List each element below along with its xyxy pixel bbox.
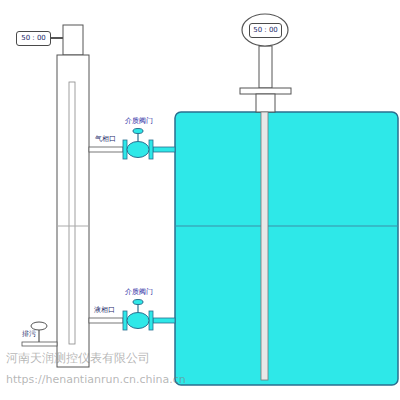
column-head — [63, 25, 83, 55]
display-reading: 50 : 00 — [253, 27, 278, 34]
liquid-pipe — [89, 318, 123, 323]
drain-handwheel — [31, 322, 47, 330]
valve-flange — [123, 140, 127, 159]
display-window: 50 : 00 — [16, 31, 51, 46]
gauge-neck — [259, 46, 272, 88]
port-label: 液相口 — [94, 307, 115, 315]
gauge-flange — [240, 88, 291, 94]
valve-flange — [149, 311, 153, 330]
valve-flange — [149, 140, 153, 159]
float-tube — [69, 82, 75, 344]
liquid-nozzle — [153, 318, 175, 323]
port-label: 气相口 — [95, 136, 116, 144]
display-stub — [50, 37, 63, 39]
valve-flange — [123, 311, 127, 330]
valve-label: 介质阀门 — [125, 289, 153, 297]
tank-body — [175, 112, 398, 385]
valve-body — [127, 142, 149, 158]
gauge-head — [242, 14, 288, 46]
display-reading: 50 : 00 — [21, 35, 46, 42]
level-line — [175, 226, 398, 227]
valve-body — [127, 313, 149, 329]
gauge-column — [57, 55, 89, 367]
gauge-nozzle — [256, 94, 275, 112]
valve-stem — [137, 304, 138, 312]
gas-pipe — [89, 147, 123, 152]
valve-handwheel — [133, 129, 143, 134]
display-window: 50 : 00 — [249, 23, 282, 38]
valve-handwheel — [133, 300, 143, 305]
valve-stem — [137, 133, 138, 141]
drain-label: 排污 — [22, 331, 36, 339]
watermark: https://henantianrun.cn.china.cn — [6, 374, 186, 386]
gas-nozzle — [153, 147, 175, 152]
level-line — [57, 226, 89, 227]
valve-label: 介质阀门 — [125, 118, 153, 126]
watermark: 河南天润测控仪表有限公司 — [6, 352, 150, 365]
drain-stem — [38, 330, 39, 342]
probe-rod — [261, 112, 268, 380]
drain-pipe — [22, 342, 57, 346]
